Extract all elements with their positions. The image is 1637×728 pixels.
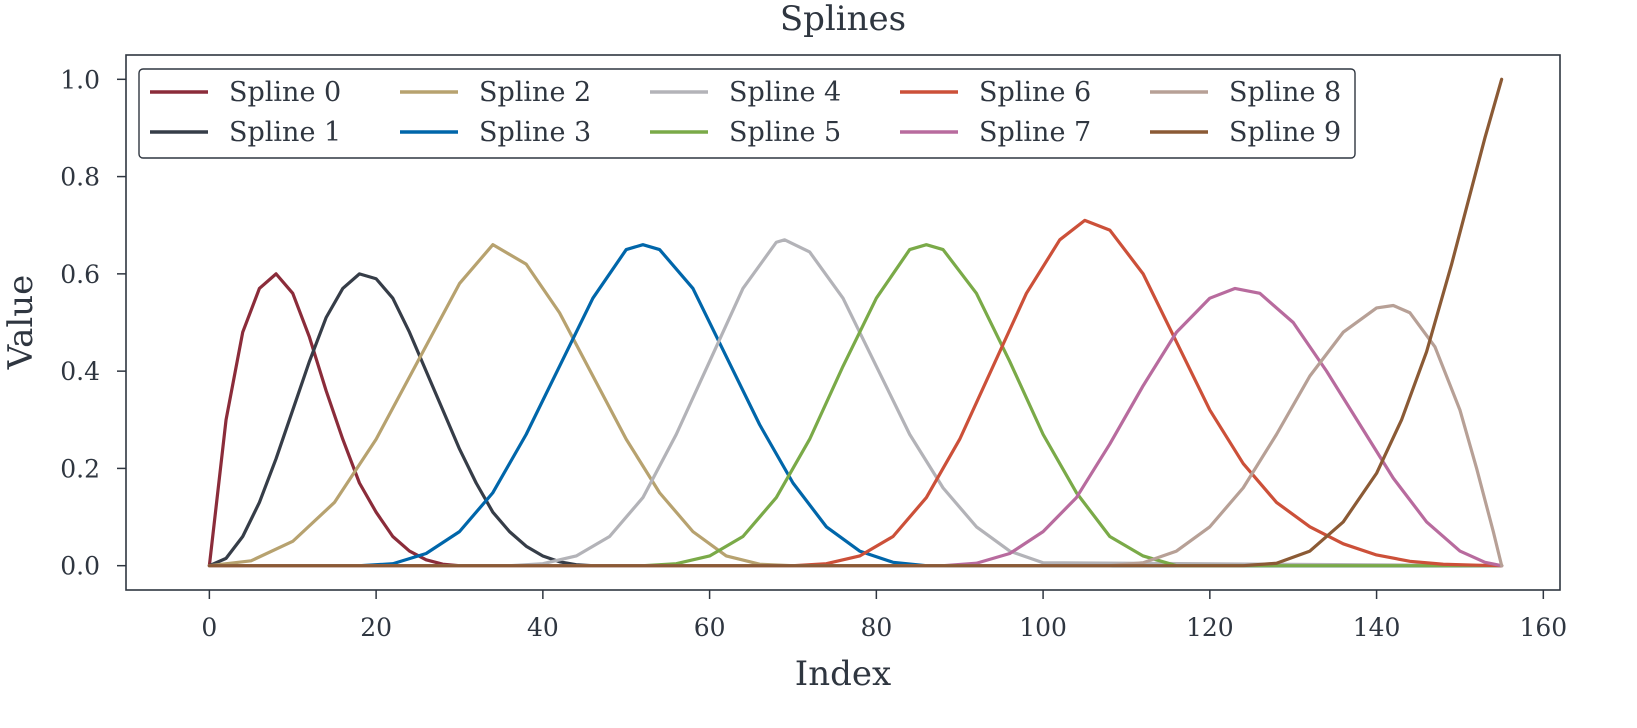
series-line-0	[207, 272, 1504, 568]
x-tick-label: 120	[1186, 613, 1234, 642]
series-line-3	[207, 243, 1504, 568]
x-axis-ticks: 0 20 40 60 80 100 120 140 160	[201, 590, 1567, 642]
x-tick-label: 40	[527, 613, 559, 642]
x-tick-label: 60	[694, 613, 726, 642]
legend-label-1: Spline 1	[229, 117, 341, 148]
series-line-2	[207, 243, 1504, 568]
series-line-1	[207, 272, 1504, 568]
legend: Spline 0 Spline 1 Spline 2 Spline 3 Spline 4…	[138, 68, 1356, 159]
x-tick-label: 100	[1019, 613, 1067, 642]
axes-frame	[125, 54, 1561, 591]
series-line-6	[207, 218, 1504, 568]
y-tick-label: 0.2	[60, 454, 100, 483]
x-tick-label: 160	[1519, 613, 1567, 642]
legend-label-3: Spline 3	[479, 117, 591, 148]
series-line-7	[207, 286, 1504, 568]
series-line-9	[207, 77, 1504, 568]
y-axis-label: Value	[1, 275, 41, 371]
legend-label-5: Spline 5	[729, 117, 841, 148]
y-tick-label: 0.4	[60, 357, 100, 386]
y-axis-ticks: 0.0 0.2 0.4 0.6 0.8 1.0	[60, 65, 126, 581]
legend-label-7: Spline 7	[979, 117, 1091, 148]
legend-label-2: Spline 2	[479, 77, 591, 108]
y-tick-label: 1.0	[60, 65, 100, 94]
y-tick-label: 0.6	[60, 260, 100, 289]
series-line-5	[207, 243, 1504, 568]
y-tick-label: 0.8	[60, 163, 100, 192]
x-tick-label: 0	[201, 613, 217, 642]
y-tick-label: 0.0	[60, 552, 100, 581]
x-tick-label: 140	[1353, 613, 1401, 642]
legend-label-6: Spline 6	[979, 77, 1091, 108]
series-layer	[207, 77, 1504, 568]
x-axis-label: Index	[795, 654, 891, 694]
legend-label-0: Spline 0	[229, 77, 341, 108]
legend-label-8: Spline 8	[1229, 77, 1341, 108]
legend-label-9: Spline 9	[1229, 117, 1341, 148]
chart-title: Splines	[780, 0, 906, 39]
legend-label-4: Spline 4	[729, 77, 841, 108]
series-line-4	[207, 238, 1504, 568]
series-line-8	[207, 303, 1504, 568]
x-tick-label: 20	[360, 613, 392, 642]
x-tick-label: 80	[860, 613, 892, 642]
